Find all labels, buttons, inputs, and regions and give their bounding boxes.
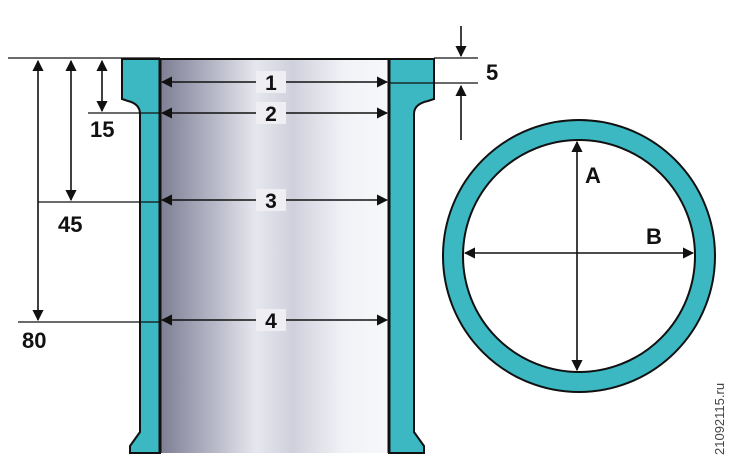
depth-label-5: 5	[486, 60, 498, 85]
belt-label-3: 3	[265, 190, 277, 213]
depth-label-45: 45	[58, 212, 82, 237]
depth-label-80: 80	[22, 328, 46, 353]
liner-bore	[160, 59, 389, 453]
belt-label-2: 2	[265, 103, 277, 126]
axis-label-b: B	[646, 224, 662, 249]
watermark: 21092115.ru	[712, 383, 727, 455]
liner-right-wall	[388, 58, 435, 454]
depth-label-15: 15	[90, 117, 114, 142]
belt-label-4: 4	[265, 310, 277, 333]
cross-section-ring	[443, 120, 715, 392]
liner-left-wall	[121, 58, 161, 454]
axis-label-a: A	[585, 163, 601, 188]
belt-label-1: 1	[265, 72, 277, 95]
